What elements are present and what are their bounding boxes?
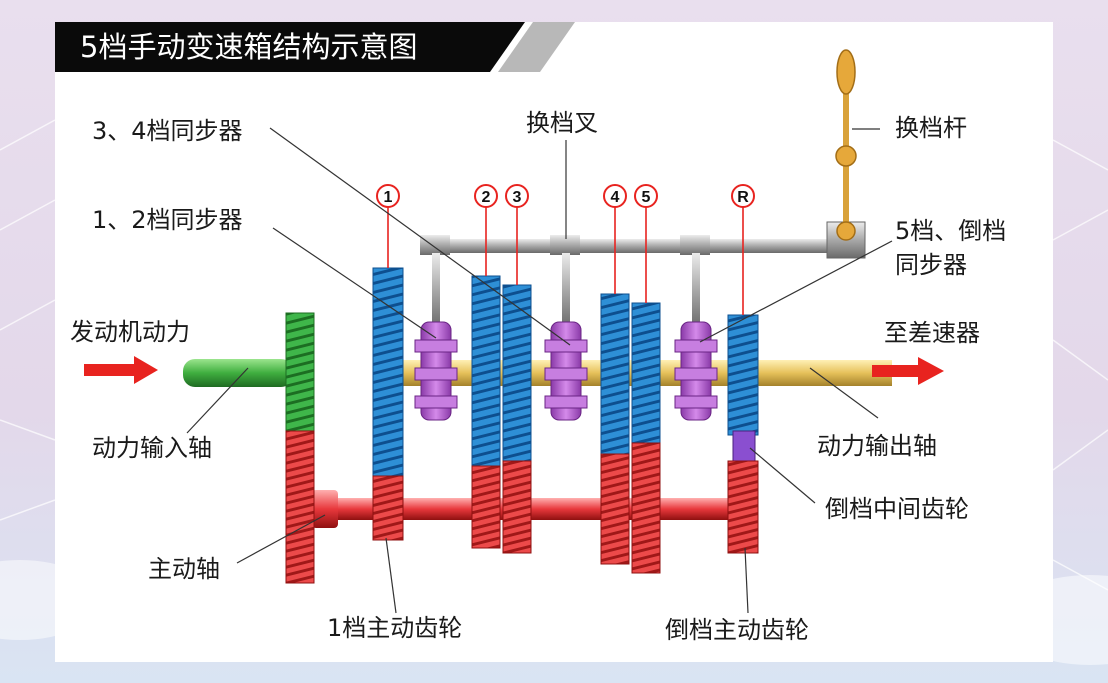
shift-fork-stem [692, 253, 700, 328]
gear-marker-4: 4 [603, 184, 627, 208]
shift-fork-block [550, 235, 580, 255]
label-reverse-drive-gear: 倒档主动齿轮 [665, 616, 809, 644]
input-shaft [183, 359, 293, 387]
shift-rod [422, 239, 840, 253]
gear-5-drive [631, 442, 661, 574]
label-output-shaft: 动力输出轴 [817, 432, 937, 460]
page-title: 5档手动变速箱结构示意图 [80, 30, 418, 64]
svg-text:5: 5 [642, 189, 651, 206]
shift-fork-block [680, 235, 710, 255]
title-bar [55, 22, 575, 72]
svg-text:1: 1 [384, 189, 393, 206]
reverse-drive-gear [727, 460, 759, 554]
gear-marker-3: 3 [505, 184, 529, 208]
svg-text:2: 2 [482, 189, 491, 206]
label-first-drive-gear: 1档主动齿轮 [327, 614, 463, 642]
input-drive-gear [285, 312, 315, 432]
label-input-shaft: 动力输入轴 [92, 434, 212, 462]
shift-lever-knob [836, 49, 856, 95]
reverse-idler-gear [732, 430, 756, 462]
gear-marker-1: 1 [376, 184, 400, 208]
gear-marker-r: R [731, 184, 755, 208]
countershaft-constant-gear [285, 430, 315, 584]
label-to-differential: 至差速器 [884, 319, 980, 347]
gear-marker-2: 2 [474, 184, 498, 208]
label-sync-12: 1、2档同步器 [92, 206, 243, 234]
gear-3-driven [502, 284, 532, 462]
gear-r-driven [727, 314, 759, 436]
shift-fork-block [420, 235, 450, 255]
synchronizer-34 [544, 321, 588, 421]
label-shift-lever: 换档杆 [895, 114, 967, 142]
gear-4-driven [600, 293, 630, 455]
svg-text:4: 4 [611, 189, 620, 206]
gear-2-drive [471, 465, 501, 549]
output-power-arrow [872, 357, 944, 385]
label-reverse-idler: 倒档中间齿轮 [825, 495, 969, 523]
synchronizer-5r [674, 321, 718, 421]
shift-fork-stem [432, 253, 440, 328]
shift-fork-stem [562, 253, 570, 328]
engine-power-arrow [84, 356, 158, 384]
label-shift-fork: 换档叉 [526, 109, 598, 137]
svg-text:3: 3 [513, 189, 522, 206]
label-engine-power: 发动机动力 [70, 318, 190, 346]
label-sync-34: 3、4档同步器 [92, 117, 243, 145]
gear-4-drive [600, 453, 630, 565]
synchronizer-12 [414, 321, 458, 421]
shift-lever-pivot [835, 145, 857, 167]
gear-2-driven [471, 275, 501, 467]
svg-text:R: R [737, 189, 749, 206]
label-sync-5r-line1: 5档、倒档 [895, 217, 1007, 245]
gear-marker-5: 5 [634, 184, 658, 208]
label-sync-5r-line2: 同步器 [895, 251, 967, 279]
gear-3-drive [502, 460, 532, 554]
shift-lever-joint [836, 221, 856, 241]
countershaft-hub [312, 490, 338, 528]
gear-5-driven [631, 302, 661, 444]
gear-1-drive [372, 475, 404, 541]
label-countershaft: 主动轴 [148, 555, 220, 583]
